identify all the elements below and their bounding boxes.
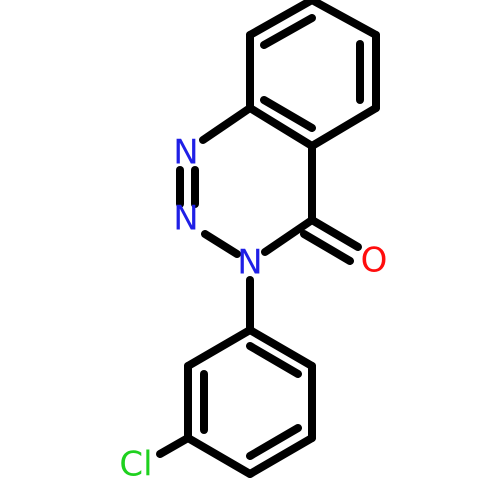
bond-c4p-c5p (246, 434, 316, 478)
bond-c6p-c1p-inner (246, 342, 302, 378)
bond-n3-c4 (261, 216, 316, 256)
atom-label-cl: Cl (119, 445, 152, 485)
atom-label-o: O (361, 241, 388, 281)
bond-c8a-c4a (246, 104, 316, 150)
bond-c4-o-b (300, 230, 354, 265)
bond-c4-o-a (308, 216, 362, 251)
bond-c1p-c2p (184, 326, 254, 370)
bond-c4a-c5 (308, 104, 380, 150)
bond-c6-c7 (308, 0, 380, 39)
bond-c8a-n1 (199, 104, 254, 144)
bond-n2-n3 (201, 230, 241, 258)
bond-c3p-c4p (184, 434, 254, 478)
bond-c8a-c4a-inner (260, 96, 316, 132)
atom-label-n1: N (173, 133, 198, 173)
atom-label-n2: N (173, 199, 198, 239)
bond-c3p-cl (156, 434, 192, 458)
bond-c7-c8 (246, 0, 316, 39)
bond-c4p-c5p-inner (246, 424, 302, 460)
atom-label-n3: N (237, 243, 262, 283)
bond-c7-c8-inner (260, 14, 316, 49)
bond-c6p-c1p (246, 326, 316, 370)
